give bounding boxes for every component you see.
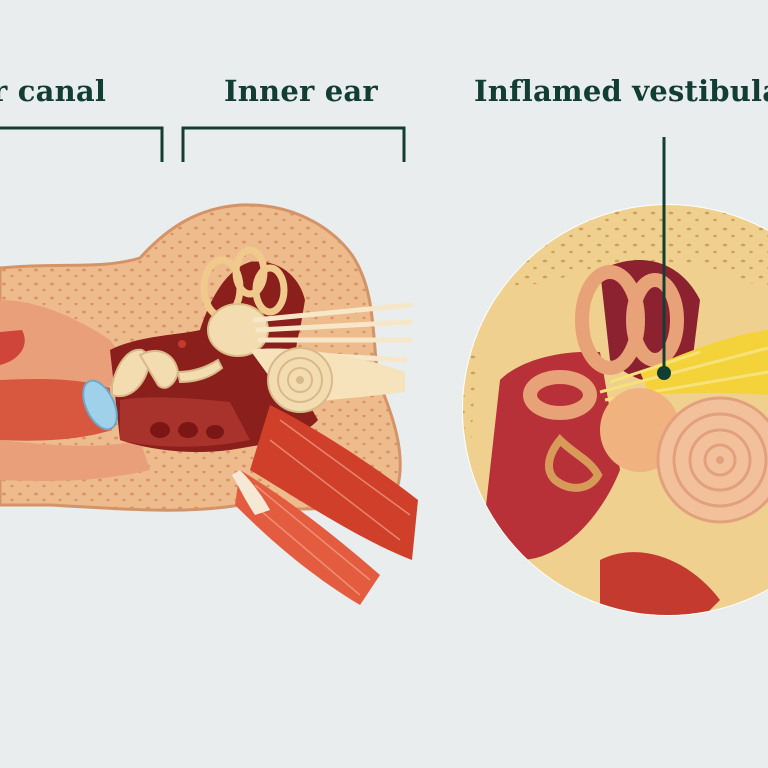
tendon: [232, 470, 270, 515]
pointer-dot: [657, 366, 671, 380]
eardrum: [82, 379, 118, 431]
canal-edge: [0, 330, 25, 365]
stapes: [176, 358, 224, 384]
ear-cross-section: [0, 203, 418, 605]
zoom-circle: [462, 137, 768, 616]
label-inflamed-vestibular: Inflamed vestibular: [474, 74, 768, 108]
muscle-lower: [235, 470, 380, 605]
canal-skin-lower: [0, 440, 150, 481]
bracket-inner-ear: [181, 126, 406, 162]
label-inner-ear: Inner ear: [224, 74, 378, 108]
zoom-semicircular-canals: [523, 265, 684, 420]
label-ear-canal: r canal: [0, 74, 107, 108]
zoom-ossicle: [545, 434, 603, 492]
bracket-ear-canal: [0, 126, 164, 162]
cavity-floor: [120, 397, 250, 447]
canal-skin: [0, 300, 140, 395]
